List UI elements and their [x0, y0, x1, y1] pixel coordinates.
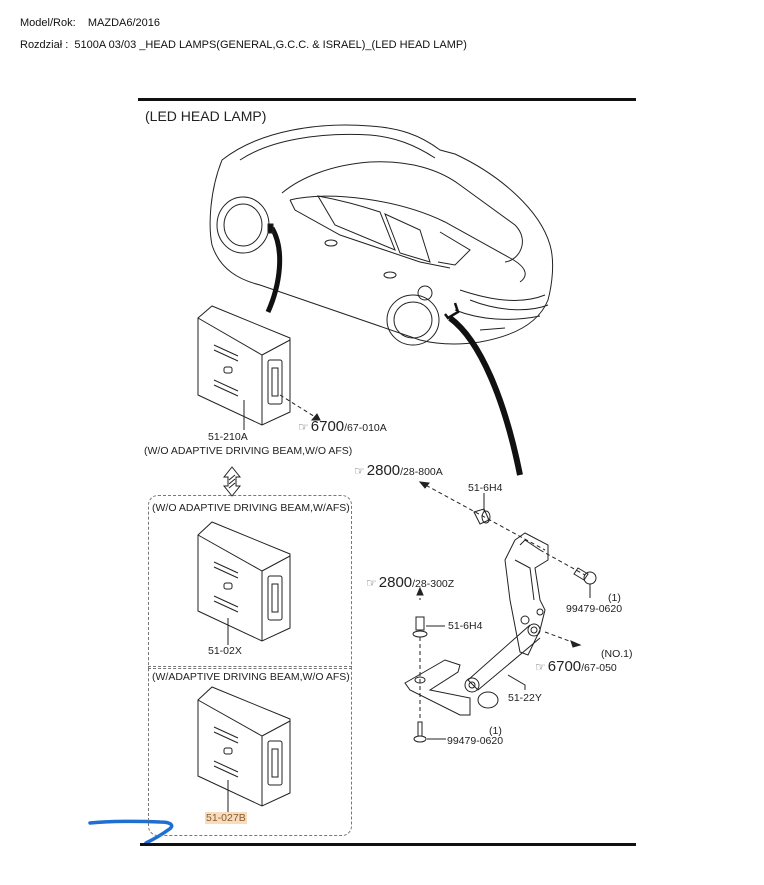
- section-box-wo-adb-w-afs: [148, 495, 352, 669]
- part-label-51-027B-text: 51-027B: [205, 812, 247, 824]
- pointing-hand-icon: ☞: [298, 420, 309, 434]
- ref-2800-28-300Z[interactable]: ☞2800/28-300Z: [366, 574, 455, 591]
- ref-6700-67-010A[interactable]: ☞6700/67-010A: [298, 418, 387, 435]
- part-label-51-027B[interactable]: 51-027B: [205, 812, 247, 824]
- section-label: Rozdział :: [20, 39, 69, 51]
- pointing-hand-icon: ☞: [535, 660, 546, 674]
- model-value: MAZDA6/2016: [87, 17, 161, 29]
- part-label-99479-0620-lower[interactable]: 99479-0620: [447, 735, 504, 747]
- diagram-bottom-rule: [140, 843, 636, 846]
- ref-2800-28-800A[interactable]: ☞2800/28-800A: [354, 462, 443, 479]
- qty-99479-0620-upper: (1): [608, 592, 621, 604]
- ref-note-no1: (NO.1): [601, 648, 633, 660]
- pointing-hand-icon: ☞: [354, 464, 365, 478]
- part-label-51-02X[interactable]: 51-02X: [208, 645, 242, 657]
- part-label-99479-0620-upper[interactable]: 99479-0620: [566, 603, 623, 615]
- module-51-027B-drawing: [197, 686, 291, 812]
- section-title-w-adb-wo-afs: (W/ADAPTIVE DRIVING BEAM,W/O AFS): [152, 671, 350, 683]
- section-box-w-adb-wo-afs: [148, 666, 352, 836]
- model-line: Model/Rok: MAZDA6/2016: [20, 17, 160, 29]
- sensor-bracket-drawing: [404, 532, 549, 716]
- part-label-51-22Y[interactable]: 51-22Y: [508, 692, 542, 704]
- section-value: 5100A 03/03 _HEAD LAMPS(GENERAL,G.C.C. &…: [74, 39, 467, 51]
- annotation-arrow-mark: [88, 819, 174, 845]
- part-label-51-6H4-lower[interactable]: 51-6H4: [448, 620, 483, 632]
- part-label-51-210A[interactable]: 51-210A: [208, 431, 248, 443]
- car-illustration: [209, 124, 554, 346]
- module-51-02X-drawing: [197, 521, 291, 645]
- section-line: Rozdział : 5100A 03/03 _HEAD LAMPS(GENER…: [20, 39, 467, 51]
- section-title-wo-adb-w-afs: (W/O ADAPTIVE DRIVING BEAM,W/AFS): [152, 502, 350, 514]
- qty-99479-0620-lower: (1): [489, 725, 502, 737]
- part-label-51-6H4-upper[interactable]: 51-6H4: [468, 482, 503, 494]
- module-51-210A-drawing: [197, 305, 291, 430]
- pointing-hand-icon: ☞: [366, 576, 377, 590]
- diagram-top-rule: [138, 98, 636, 101]
- diagram-title: (LED HEAD LAMP): [145, 108, 267, 124]
- model-label: Model/Rok:: [20, 17, 76, 29]
- ref-6700-67-050[interactable]: ☞6700/67-050: [535, 658, 617, 675]
- part-note-51-210A: (W/O ADAPTIVE DRIVING BEAM,W/O AFS): [144, 445, 353, 457]
- swap-arrow: [222, 466, 242, 497]
